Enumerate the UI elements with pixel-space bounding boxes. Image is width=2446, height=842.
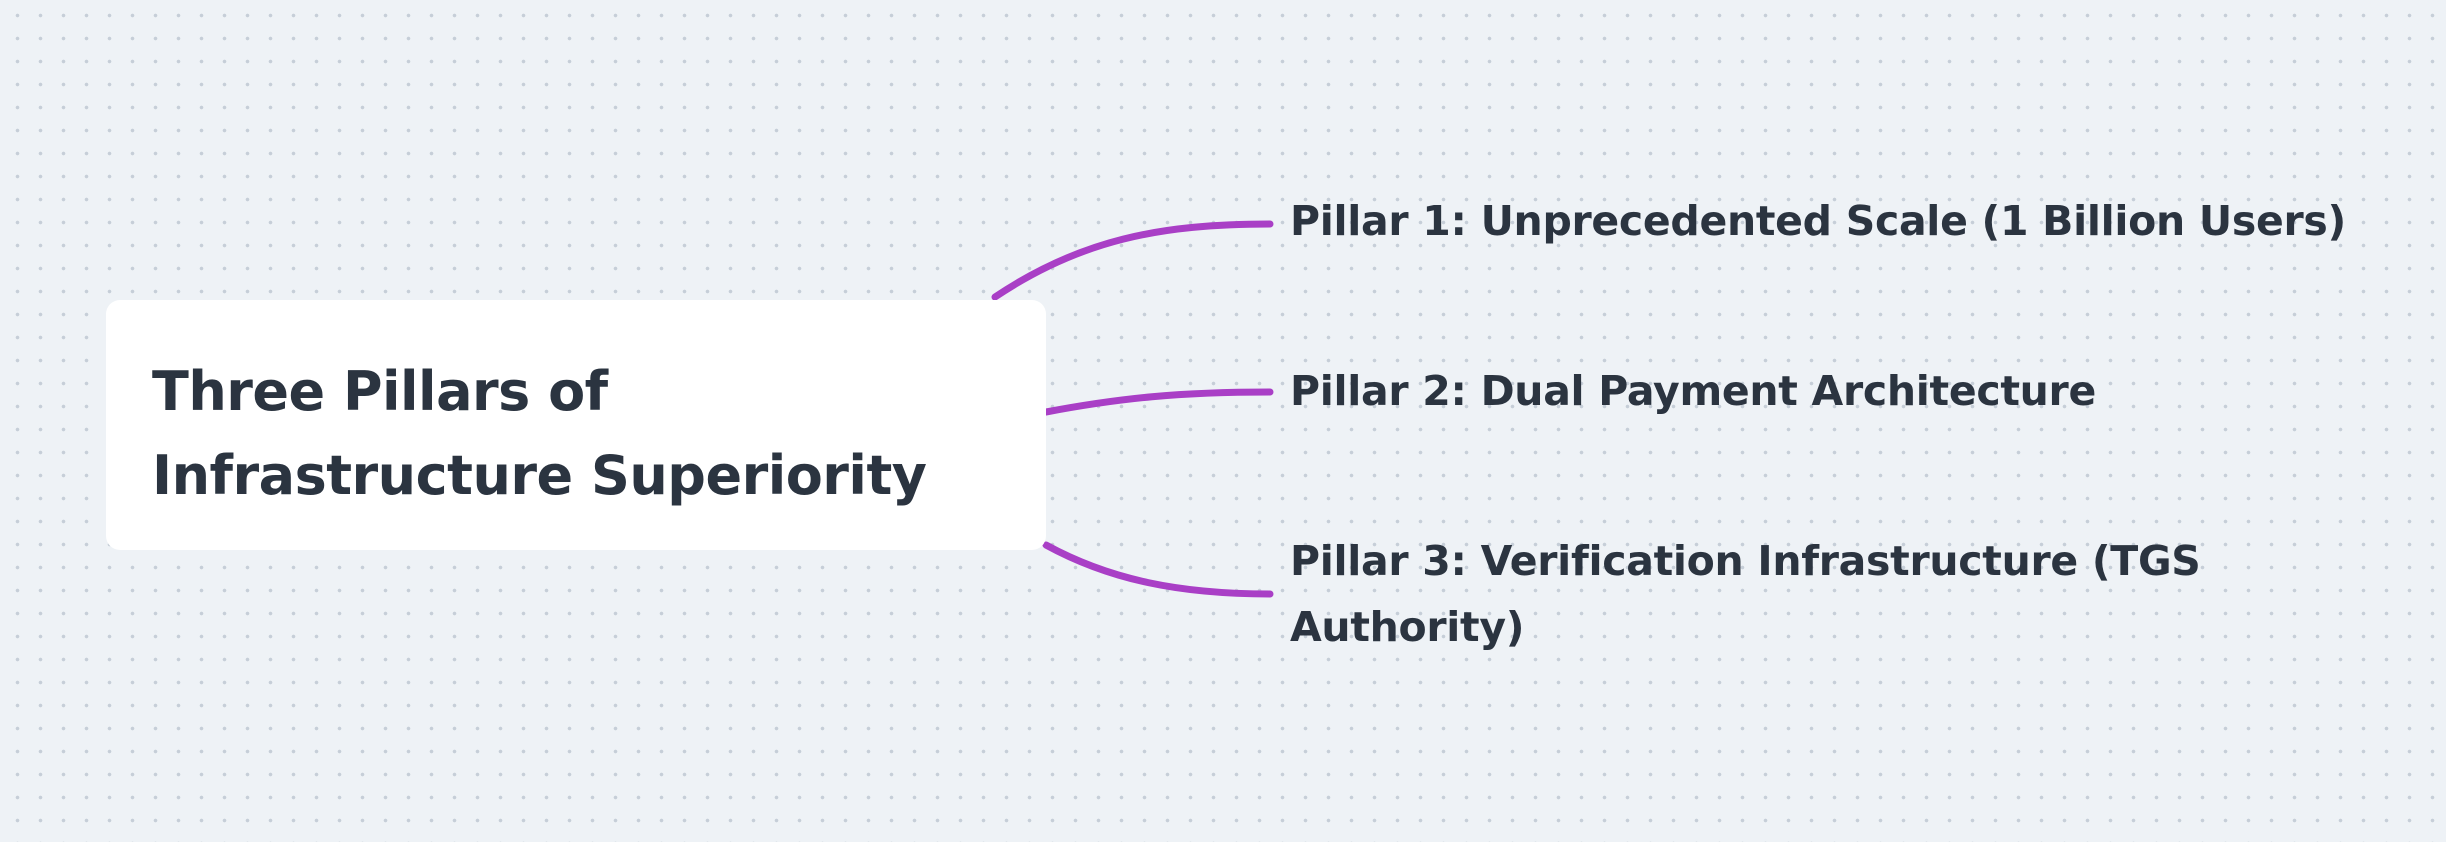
branch-node-pillar-3[interactable]: Pillar 3: Verification Infrastructure (T… <box>1290 537 2201 651</box>
connector-pillar-2 <box>1042 388 1274 416</box>
root-node-title: Three Pillars of Infrastructure Superior… <box>152 360 927 507</box>
connector-pillar-3 <box>1042 541 1274 598</box>
branch-node-pillar-1[interactable]: Pillar 1: Unprecedented Scale (1 Billion… <box>1290 197 2346 245</box>
root-node[interactable]: Three Pillars of Infrastructure Superior… <box>106 300 1046 550</box>
connector-pillar-1 <box>991 220 1274 301</box>
branch-node-pillar-2[interactable]: Pillar 2: Dual Payment Architecture <box>1290 367 2096 415</box>
